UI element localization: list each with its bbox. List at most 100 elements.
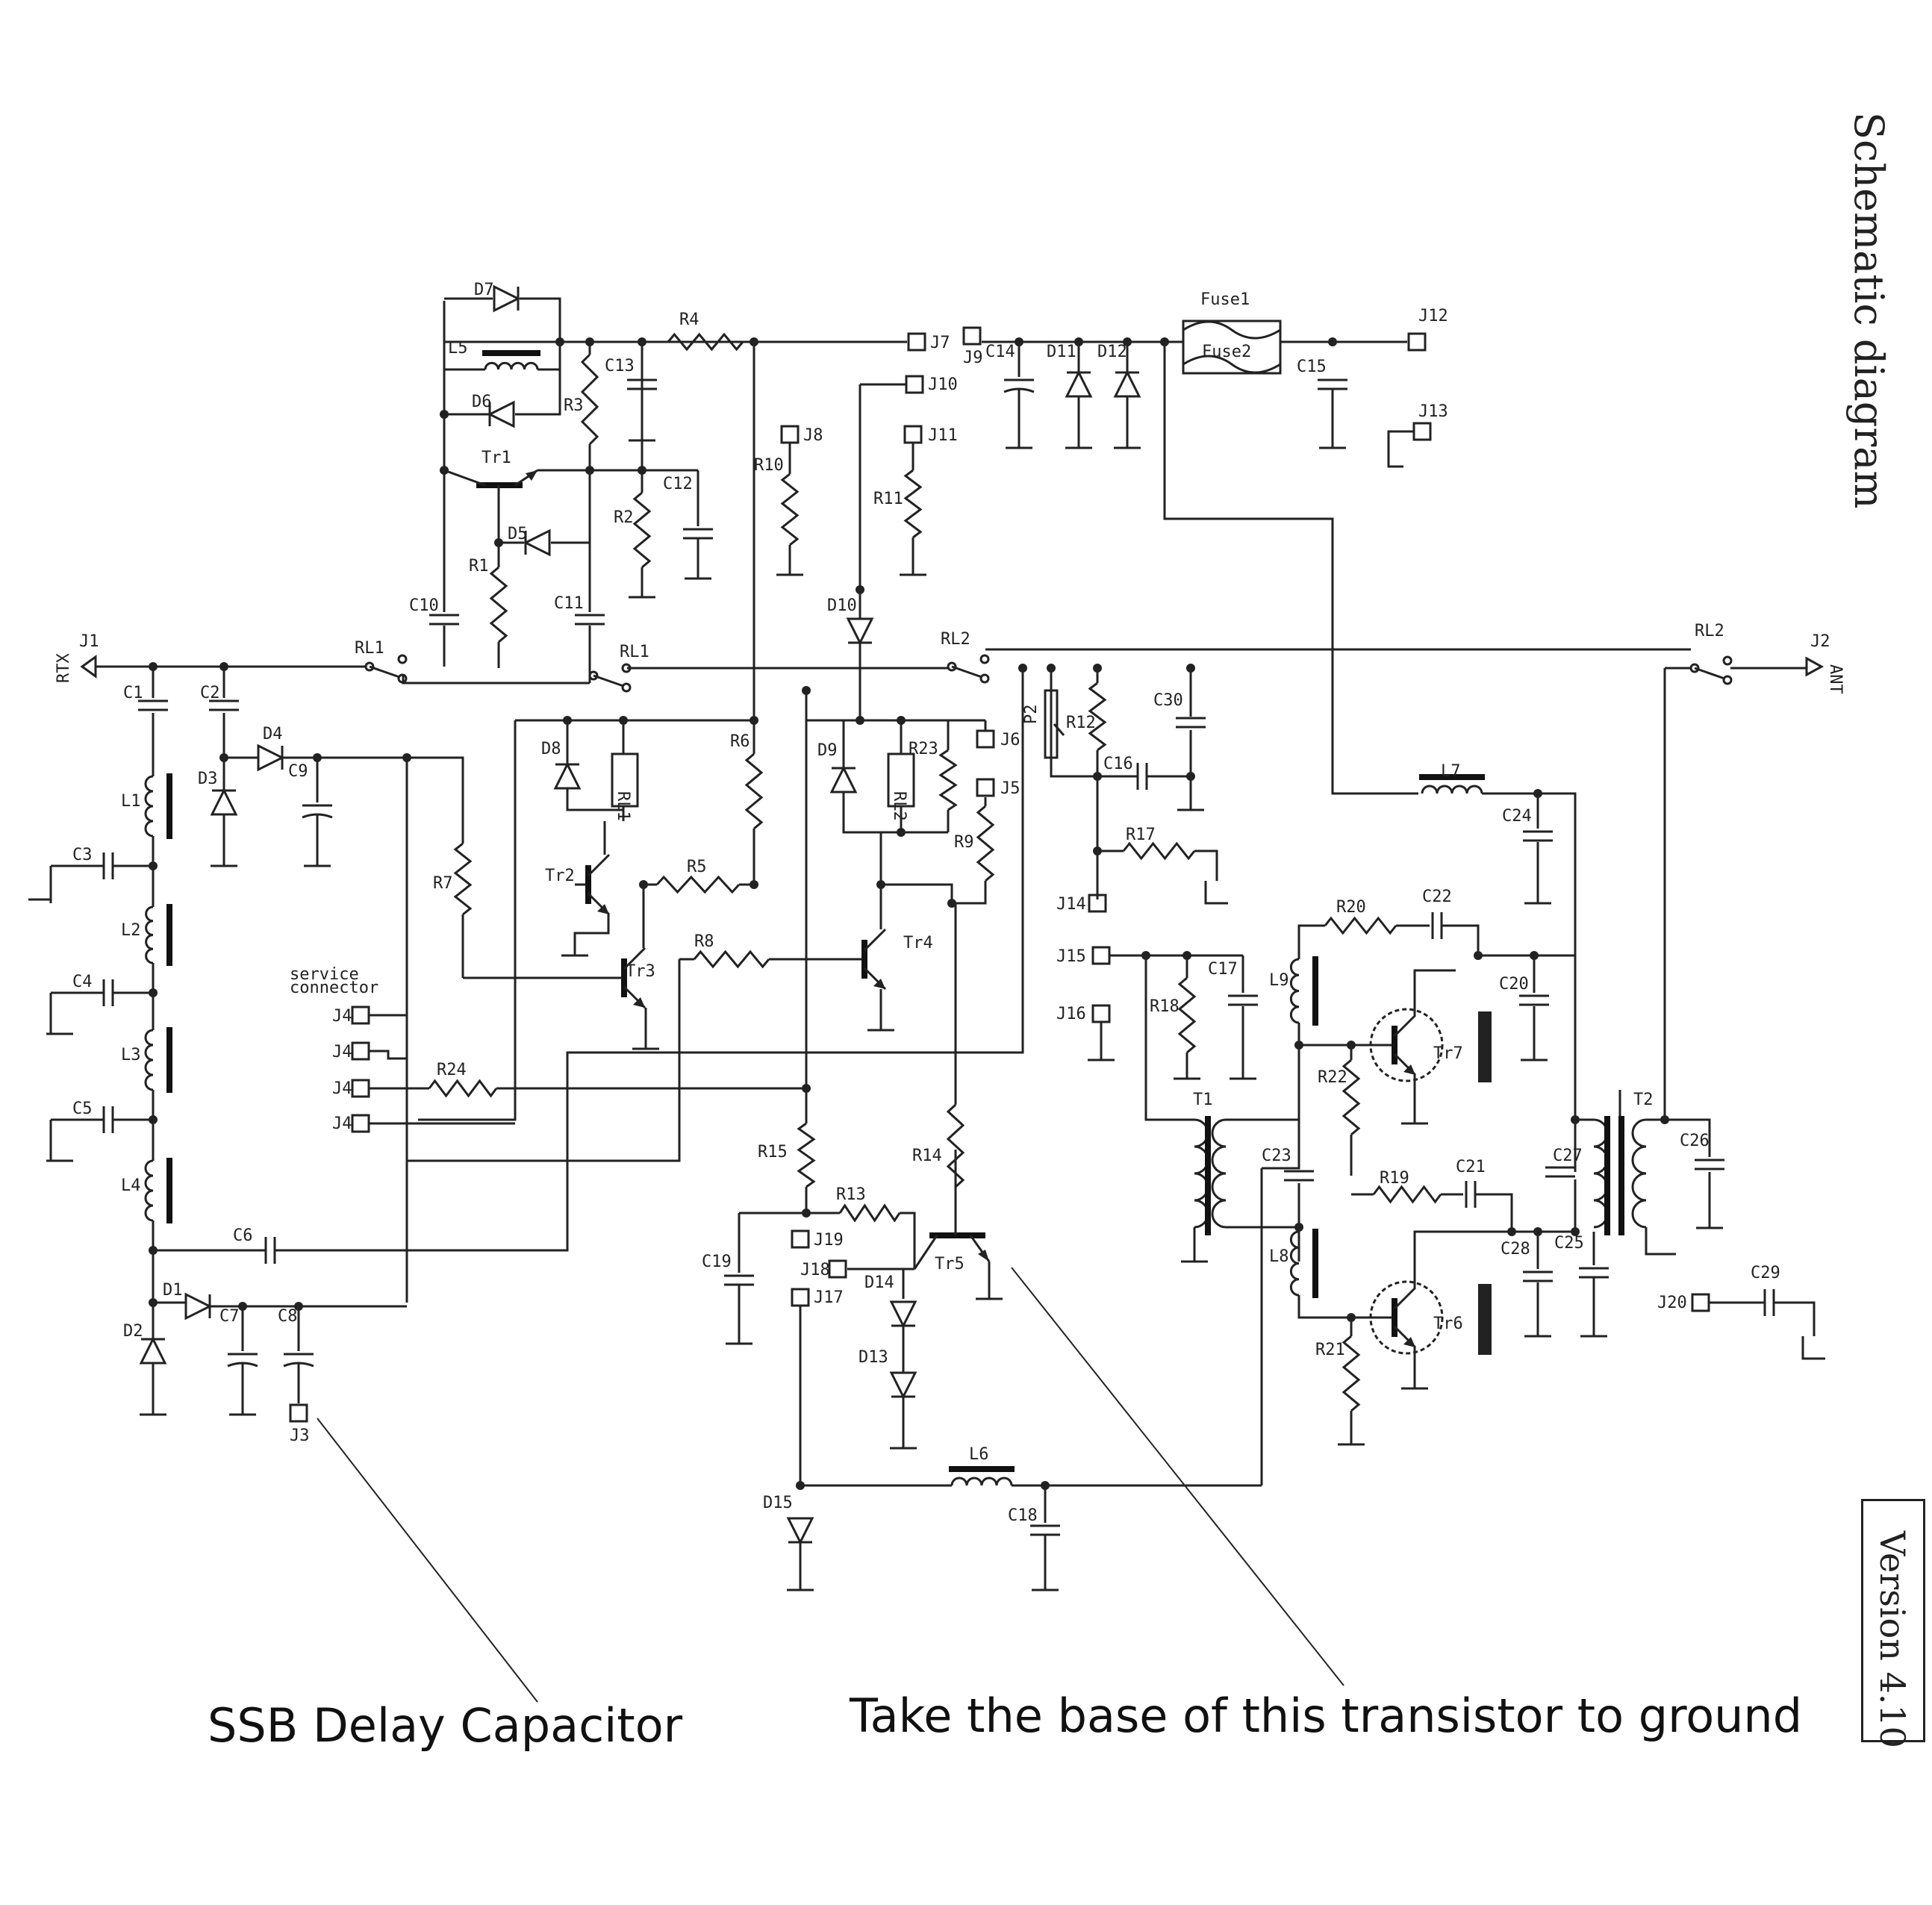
inductor-l2 [145,904,172,966]
transistor-tr2 [575,853,611,916]
label-d11: D11 [1047,343,1076,361]
label-r15: R15 [758,1143,788,1162]
label-j19: J19 [814,1231,844,1250]
junction-dot [750,880,758,889]
resistor-r9 [976,805,995,882]
wire [1774,1301,1816,1336]
annotation-pointers [317,1267,1344,1703]
wire [900,1212,916,1243]
transistor-tr6 [1369,1280,1444,1355]
connector-j12 [1407,332,1427,352]
junction-dot [1093,664,1102,673]
wire [1475,1193,1513,1232]
transistor-tr4 [851,928,887,991]
capacitor-c11 [575,614,605,626]
label-c23: C23 [1262,1147,1291,1165]
resistor-r14 [946,1103,965,1188]
junction-dot [802,686,811,695]
label-l6: L6 [969,1445,989,1464]
junction-dot [856,585,864,594]
junction-dot [440,410,449,419]
junction-dot [639,880,648,889]
capacitor-c23 [1284,1170,1314,1182]
label-tr3: Tr3 [626,962,655,981]
connector-j16 [1091,1004,1111,1023]
connector-j10 [905,375,924,394]
label-r22: R22 [1318,1068,1347,1087]
label-c28: C28 [1501,1240,1530,1259]
junction-dot [897,828,906,837]
label-c15: C15 [1297,358,1327,376]
capacitor-c22 [1431,912,1443,939]
resistor-r22 [1342,1058,1361,1136]
label-j20: J20 [1657,1294,1687,1312]
label-c21: C21 [1456,1158,1486,1176]
diode-d2 [139,1336,167,1365]
capacitor-c2 [209,699,239,711]
label-c29: C29 [1751,1264,1780,1282]
label-j17: J17 [814,1288,844,1307]
label-j13: J13 [1418,402,1448,421]
capacitor-c16 [1136,763,1148,790]
label-c11: C11 [554,594,584,613]
label-r24: R24 [437,1061,467,1079]
ssb-delay-annotation: SSB Delay Capacitor [208,1698,683,1753]
label-r4: R4 [679,311,699,329]
diode-d14 [889,1300,917,1329]
label-c3: C3 [72,846,93,864]
wire [1163,342,1418,795]
wire [881,883,953,903]
connector-j4 [351,1114,370,1133]
label-l9: L9 [1269,971,1289,990]
capacitor-c27 [1545,1166,1575,1178]
label-j4: J4 [332,1007,352,1026]
capacitor-c26 [1695,1159,1724,1170]
label-j4: J4 [332,1043,352,1061]
label-r14: R14 [912,1147,942,1165]
label-j6: J6 [1000,731,1020,749]
capacitor-c24 [1523,830,1553,842]
resistor-r8 [693,950,770,969]
label-r3: R3 [564,396,584,415]
resistor-r11 [903,469,923,539]
label-r9: R9 [954,833,974,852]
label-d3: D3 [198,770,218,788]
label-j1: J1 [79,632,99,651]
diode-d5 [523,529,551,557]
inductor-l4 [144,1158,172,1223]
label-r10: R10 [754,456,784,475]
capacitor-c3 [102,852,114,879]
label-j9: J9 [963,349,983,367]
relay-rl2 [1689,655,1733,685]
label-t1: T1 [1193,1091,1213,1109]
label-p2: P2 [1022,705,1041,725]
label-l3: L3 [121,1046,141,1064]
label-r12: R12 [1066,714,1096,732]
fuse-block [1182,319,1282,375]
label-tr2: Tr2 [545,867,575,885]
capacitor-c6 [264,1237,276,1264]
resistor-r5 [655,875,741,894]
capacitor-c9 [302,804,333,819]
diode-d12 [1113,370,1141,398]
label-c6: C6 [233,1226,253,1245]
label-c24: C24 [1502,807,1532,826]
label-t2: T2 [1633,1091,1654,1109]
resistor-r6 [744,752,764,830]
diode-d15 [786,1517,814,1545]
resistor-r24 [428,1079,498,1098]
label-d1: D1 [163,1281,183,1300]
label-r21: R21 [1315,1341,1345,1359]
wire [1482,792,1577,955]
junction-dot [149,662,158,671]
label-c5: C5 [72,1100,93,1118]
label-c22: C22 [1422,888,1452,906]
label-l1: L1 [121,792,141,811]
wire [1646,668,1666,1121]
label-d2: D2 [123,1322,143,1341]
inductor-l1 [144,773,172,839]
wire [407,756,464,844]
wire [952,881,987,905]
heatsink-tr6 [1478,1284,1492,1355]
